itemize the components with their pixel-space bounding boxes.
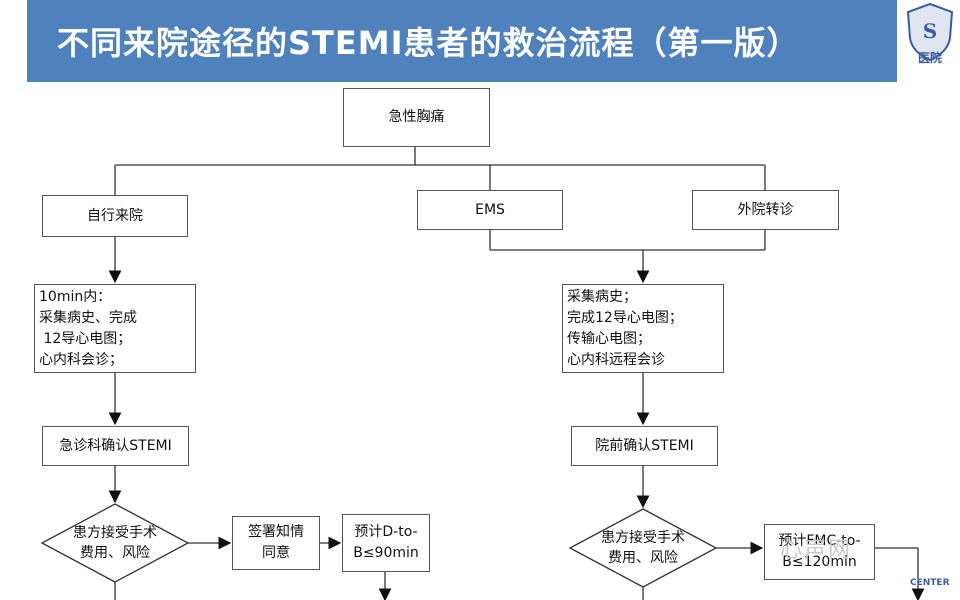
diamond-line: 费用、风险 (608, 550, 678, 566)
step-line: 传输心电图； (567, 331, 651, 347)
step-line: 心内科远程会诊 (567, 352, 665, 368)
predict-line: 预计FMC-to- (778, 533, 861, 549)
step-line: 完成12导心电图； (567, 310, 683, 326)
predict-line: B≤90min (353, 545, 419, 561)
node-self-arrival: 自行来院 (42, 195, 188, 237)
node-accept-left: 患方接受手术 费用、风险 (55, 523, 175, 563)
step-line: 采集病史； (567, 289, 637, 305)
node-ems: EMS (417, 190, 563, 230)
consent-line: 同意 (262, 545, 290, 561)
page-title: 不同来院途径的STEMI患者的救治流程（第一版） (27, 0, 897, 82)
svg-text:S: S (923, 19, 937, 43)
predict-line: 预计D-to- (354, 524, 418, 540)
logo-text: 医院 (918, 50, 942, 65)
step-line: 12导心电图； (39, 331, 132, 347)
step-line: 心内科会诊； (39, 352, 123, 368)
diamond-line: 患方接受手术 (73, 525, 157, 541)
consent-line: 签署知情 (248, 524, 304, 540)
node-predict-right: 预计FMC-to- B≤120min (764, 524, 875, 580)
node-er-confirm: 急诊科确认STEMI (42, 426, 189, 466)
watermark-brand: CENTER (910, 578, 950, 588)
node-chest-pain: 急性胸痛 (343, 88, 490, 147)
node-predict-left: 预计D-to- B≤90min (342, 514, 430, 572)
node-consent: 签署知情 同意 (232, 516, 320, 570)
node-accept-right: 患方接受手术 费用、风险 (583, 528, 703, 568)
node-ems-steps: 采集病史； 完成12导心电图； 传输心电图； 心内科远程会诊 (562, 284, 724, 373)
diamond-line: 患方接受手术 (601, 530, 685, 546)
watermark: 心声网 (780, 538, 853, 563)
node-transfer: 外院转诊 (692, 190, 839, 230)
diamond-line: 费用、风险 (80, 545, 150, 561)
predict-line: B≤120min (782, 554, 857, 570)
node-pre-confirm: 院前确认STEMI (571, 426, 718, 466)
hospital-logo: S 医院 (906, 2, 954, 65)
step-line: 10min内： (39, 289, 112, 305)
node-self-steps: 10min内： 采集病史、完成 12导心电图； 心内科会诊； (34, 284, 196, 373)
step-line: 采集病史、完成 (39, 310, 137, 326)
